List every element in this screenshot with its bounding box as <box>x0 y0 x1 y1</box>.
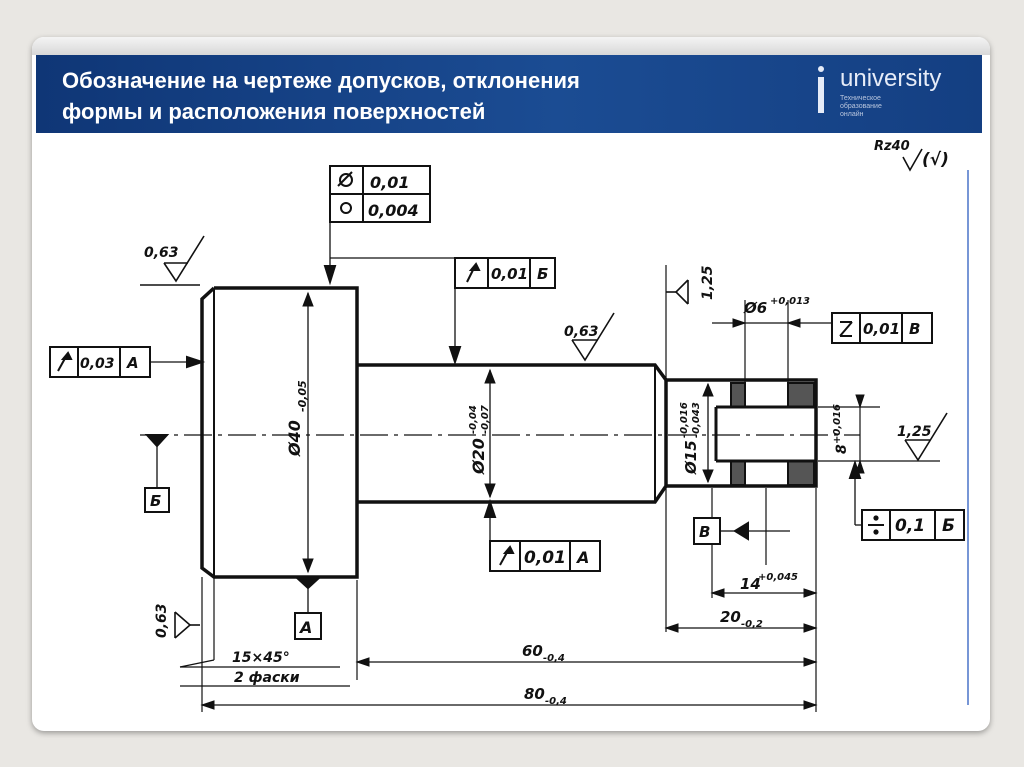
len14-label: 14 <box>740 575 761 593</box>
university-logo: university Техническое образование онлай… <box>814 61 974 127</box>
symmetry-datum: Б <box>942 516 955 536</box>
slide-header: Обозначение на чертеже допусков, отклоне… <box>36 55 982 133</box>
logo-sub-line: Техническое <box>840 95 881 102</box>
roughness-right-top-value: 1,25 <box>700 265 716 300</box>
dia20-tol-lower: -0,07 <box>480 405 491 434</box>
datum-a-symbol <box>293 576 323 640</box>
len60-label: 60 <box>522 642 543 660</box>
datum-a-label: А <box>298 618 312 637</box>
dia15-tol-upper: -0,016 <box>679 402 690 438</box>
datum-b-symbol <box>144 434 170 513</box>
roughness-left-bottom-value: 0,63 <box>154 603 170 638</box>
roundness-tol-value: 0,004 <box>368 201 419 220</box>
roughness-right-value: 1,25 <box>897 424 932 440</box>
dia20-label: Ø20 <box>469 438 488 475</box>
title-line-1: Обозначение на чертеже допусков, отклоне… <box>62 68 580 93</box>
logo-mark-icon <box>818 66 824 113</box>
logo-subtitle: Техническое образование онлайн <box>840 95 950 119</box>
roundness-icon <box>340 202 352 214</box>
runout-bottom-datum: А <box>575 548 589 567</box>
dia40-label: Ø40 <box>285 420 304 457</box>
runout-mid-datum: Б <box>537 265 548 283</box>
len60-tol: -0,4 <box>543 653 565 664</box>
cyl-tol-value: 0,01 <box>370 173 409 192</box>
roughness-mid <box>571 312 615 362</box>
cylindricity-icon <box>337 171 353 187</box>
dia15-label: Ø15 <box>682 440 700 475</box>
tolerance-frame-runout-bottom <box>483 498 601 572</box>
slide-title: Обозначение на чертеже допусков, отклоне… <box>62 65 702 127</box>
title-line-2: формы и расположения поверхностей <box>62 99 486 124</box>
logo-wordmark: university <box>840 65 942 92</box>
len20-label: 20 <box>720 608 741 626</box>
roughness-right <box>904 412 948 462</box>
logo-sub-line: образование <box>840 103 882 110</box>
datum-b-label: Б <box>150 492 161 510</box>
hole6-label: Ø6 <box>743 299 767 317</box>
roughness-mid-value: 0,63 <box>564 324 599 340</box>
roughness-left-top-value: 0,63 <box>144 245 179 261</box>
slot8-tol: +0,016 <box>832 404 843 444</box>
datum-v-label: В <box>699 523 710 541</box>
dia20-tol-upper: -0,04 <box>468 405 479 434</box>
symmetry-value: 0,1 <box>895 516 925 536</box>
len20-tol: -0,2 <box>741 619 763 630</box>
roughness-left-top <box>140 235 205 286</box>
parallel-value: 0,01 <box>863 320 900 338</box>
roughness-general <box>902 148 923 172</box>
symmetry-icon <box>868 515 884 535</box>
roughness-general-label: Rz40 <box>874 139 910 154</box>
datum-v-symbol <box>693 517 790 545</box>
tolerance-frame-parallel <box>831 312 933 344</box>
runout-bottom-value: 0,01 <box>524 548 566 568</box>
runout-left-value: 0,03 <box>80 356 115 372</box>
hole6-tol: +0,013 <box>770 296 810 307</box>
len80-tol: -0,4 <box>545 696 567 707</box>
hole-section <box>714 382 816 486</box>
runout-icon <box>57 262 515 566</box>
slide-top-bar <box>32 37 990 55</box>
logo-sub-line: онлайн <box>840 111 864 118</box>
chamfer-note: 2 фаски <box>234 670 300 686</box>
len14-tol: +0,045 <box>758 572 798 583</box>
dia40-tol: -0,05 <box>296 380 309 412</box>
runout-left-datum: А <box>126 354 139 372</box>
tolerance-frame-runout-left <box>49 346 206 378</box>
len80-label: 80 <box>524 685 545 703</box>
parallel-datum: В <box>909 320 920 338</box>
slide: Обозначение на чертеже допусков, отклоне… <box>32 37 990 731</box>
roughness-right-top <box>666 279 689 305</box>
chamfer-label: 15×45° <box>232 650 290 666</box>
parallelism-icon <box>839 321 853 337</box>
roughness-left-bottom <box>174 611 200 639</box>
roughness-general-symbol: (√) <box>922 150 949 170</box>
slot8-label: 8 <box>834 444 850 454</box>
dia15-tol-lower: -0,043 <box>691 402 702 438</box>
runout-mid-value: 0,01 <box>491 265 528 283</box>
